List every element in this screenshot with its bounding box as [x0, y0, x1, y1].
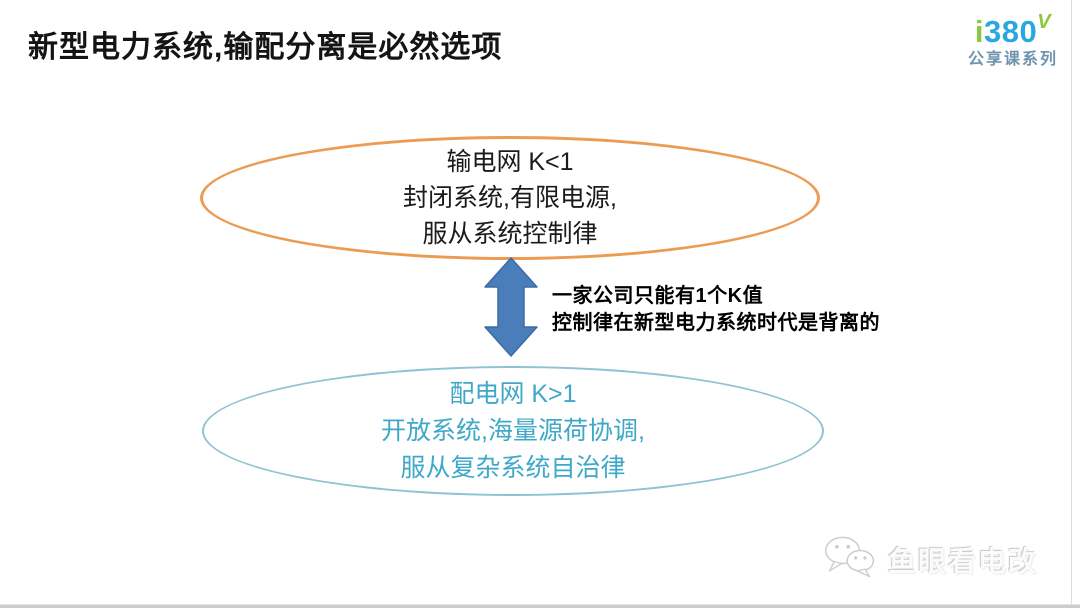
logo-number: 380 [984, 14, 1038, 49]
transmission-grid-ellipse: 输电网 K<1 封闭系统,有限电源, 服从系统控制律 [200, 136, 820, 260]
right-edge-line [1071, 0, 1072, 608]
transmission-line-2: 封闭系统,有限电源, [403, 184, 617, 212]
distribution-line-2: 开放系统,海量源荷协调, [381, 416, 645, 445]
brand-logo-subtitle: 公享课系列 [967, 51, 1058, 68]
annotation-line-1: 一家公司只能有1个K值 [552, 285, 764, 307]
wechat-icon [822, 534, 878, 585]
annotation-line-2: 控制律在新型电力系统时代是背离的 [552, 312, 880, 334]
distribution-line-1: 配电网 K>1 [449, 379, 577, 408]
double-arrow-icon [484, 257, 538, 357]
transmission-line-3: 服从系统控制律 [422, 220, 598, 248]
arrow-annotation: 一家公司只能有1个K值 控制律在新型电力系统时代是背离的 [552, 283, 880, 337]
watermark-text: 鱼眼看电改 [887, 545, 1038, 577]
logo-suffix: V [1037, 11, 1052, 33]
page-title: 新型电力系统,输配分离是必然选项 [28, 31, 503, 64]
transmission-line-1: 输电网 K<1 [446, 148, 574, 176]
distribution-line-3: 服从复杂系统自治律 [400, 453, 626, 482]
watermark: 鱼眼看电改 [822, 534, 1038, 585]
distribution-grid-ellipse: 配电网 K>1 开放系统,海量源荷协调, 服从复杂系统自治律 [202, 366, 824, 496]
logo-prefix: i [974, 14, 985, 49]
brand-logo-wordmark: i380V [968, 12, 1058, 47]
bottom-edge-line [0, 604, 1080, 608]
brand-logo: i380V 公享课系列 [968, 12, 1058, 68]
